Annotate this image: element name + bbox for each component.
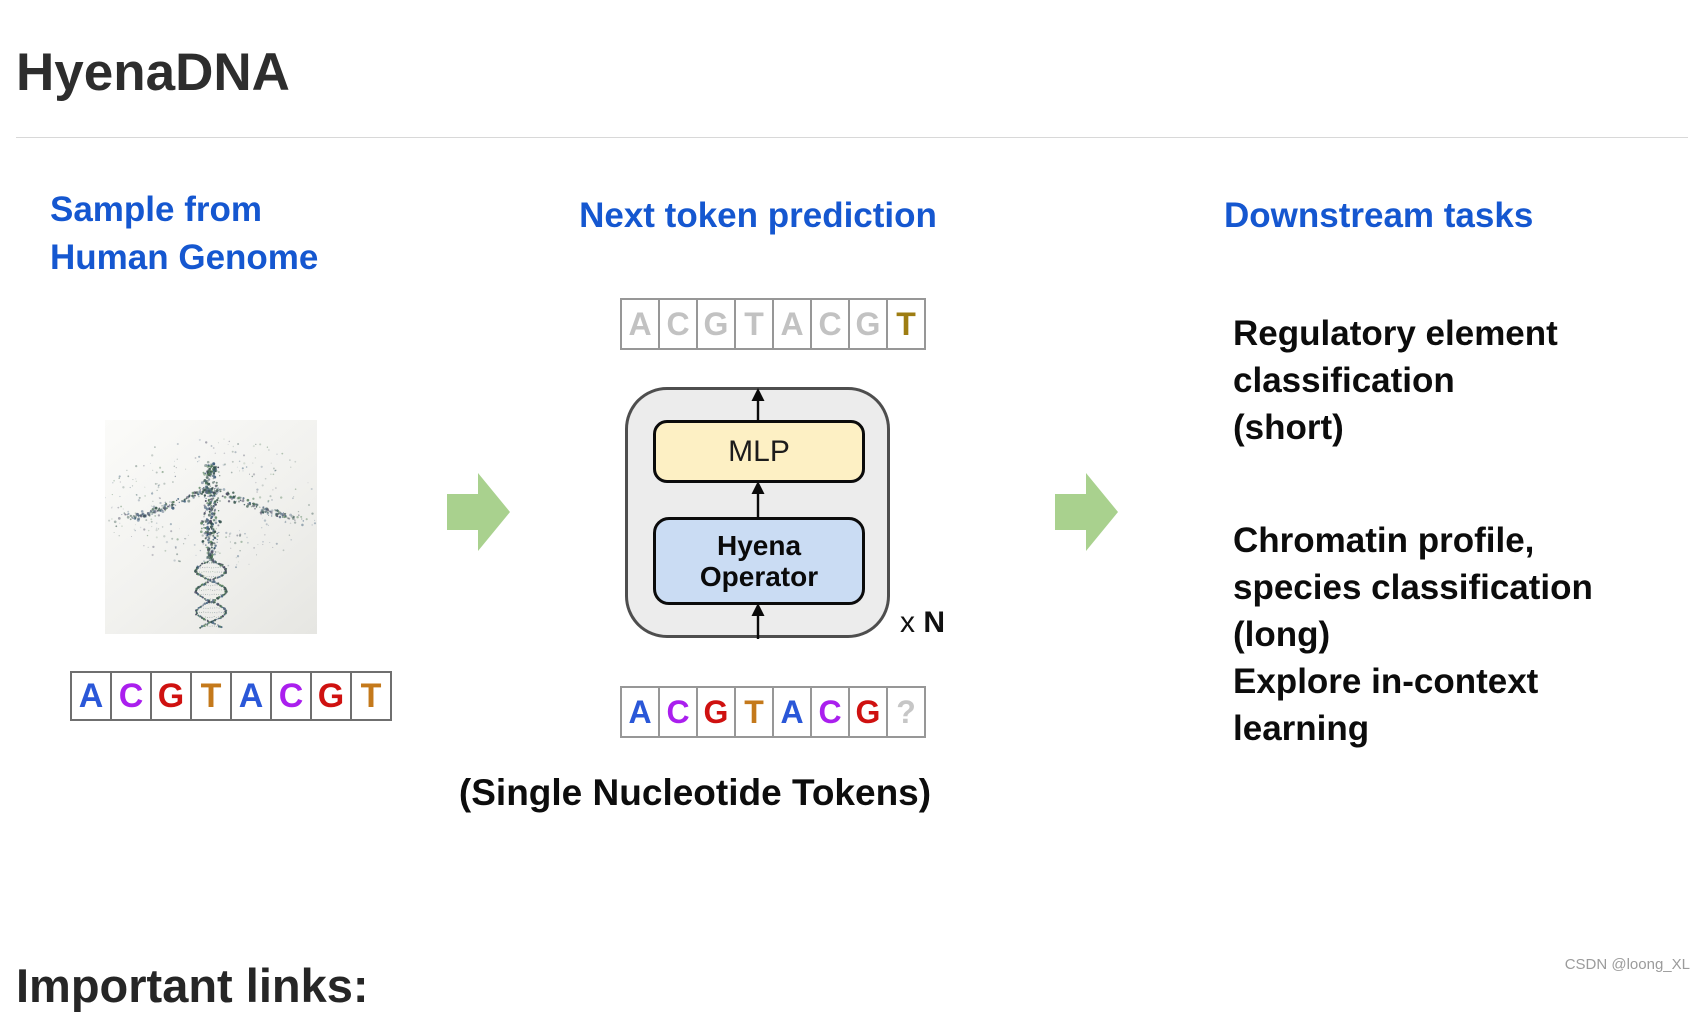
up-arrow-icon (748, 388, 768, 422)
nucleotide-cell: C (110, 671, 152, 721)
page-title: HyenaDNA (16, 42, 290, 103)
title-divider (16, 137, 1688, 138)
nucleotide-cell: T (734, 686, 774, 738)
repeat-x: x (900, 606, 915, 639)
nucleotide-cell: C (270, 671, 312, 721)
task-item: Explore in-context learning (1233, 658, 1663, 752)
nucleotide-cell: ? (886, 686, 926, 738)
input-sequence: A C G T A C G ? (622, 686, 926, 738)
task-item: Chromatin profile, species classificatio… (1233, 517, 1663, 658)
nucleotide-cell: A (70, 671, 112, 721)
flow-arrow-right-2 (1055, 473, 1119, 551)
downstream-task-list: Regulatory element classification (short… (1233, 310, 1663, 752)
up-arrow-icon (748, 603, 768, 639)
nucleotide-cell: C (658, 686, 698, 738)
repeat-n-label: x N (900, 606, 945, 640)
nucleotide-cell: C (658, 298, 698, 350)
nucleotide-cell: A (772, 298, 812, 350)
nucleotide-cell: T (734, 298, 774, 350)
nucleotide-cell: C (810, 298, 850, 350)
up-arrow-icon (748, 481, 768, 519)
downstream-tasks-heading: Downstream tasks (1224, 192, 1533, 240)
predicted-sequence: A C G T A C G T (622, 298, 926, 350)
particle-human-dna-icon (105, 420, 317, 634)
nucleotide-cell: T (886, 298, 926, 350)
nucleotide-cell: G (696, 686, 736, 738)
nucleotide-cell: A (620, 686, 660, 738)
nucleotide-cell: G (150, 671, 192, 721)
nucleotide-cell: A (230, 671, 272, 721)
nucleotide-cell: G (310, 671, 352, 721)
next-token-prediction-heading: Next token prediction (568, 192, 948, 240)
human-genome-illustration (105, 420, 317, 634)
flow-arrow-right-1 (447, 473, 511, 551)
sample-from-human-genome-heading: Sample from Human Genome (50, 186, 318, 282)
nucleotide-cell: G (848, 686, 888, 738)
task-item: Regulatory element classification (short… (1233, 310, 1663, 451)
repeat-n: N (923, 606, 945, 639)
nucleotide-cell: G (848, 298, 888, 350)
mlp-box: MLP (653, 420, 865, 483)
nucleotide-cell: A (772, 686, 812, 738)
nucleotide-cell: T (190, 671, 232, 721)
dna-sequence-sample: A C G T A C G T (72, 671, 392, 721)
nucleotide-cell: T (350, 671, 392, 721)
important-links-heading: Important links: (16, 958, 369, 1013)
nucleotide-cell: C (810, 686, 850, 738)
nucleotide-cell: G (696, 298, 736, 350)
hyena-operator-box: Hyena Operator (653, 517, 865, 605)
single-nucleotide-tokens-caption: (Single Nucleotide Tokens) (445, 772, 945, 814)
nucleotide-cell: A (620, 298, 660, 350)
watermark: CSDN @loong_XL (1565, 956, 1690, 973)
